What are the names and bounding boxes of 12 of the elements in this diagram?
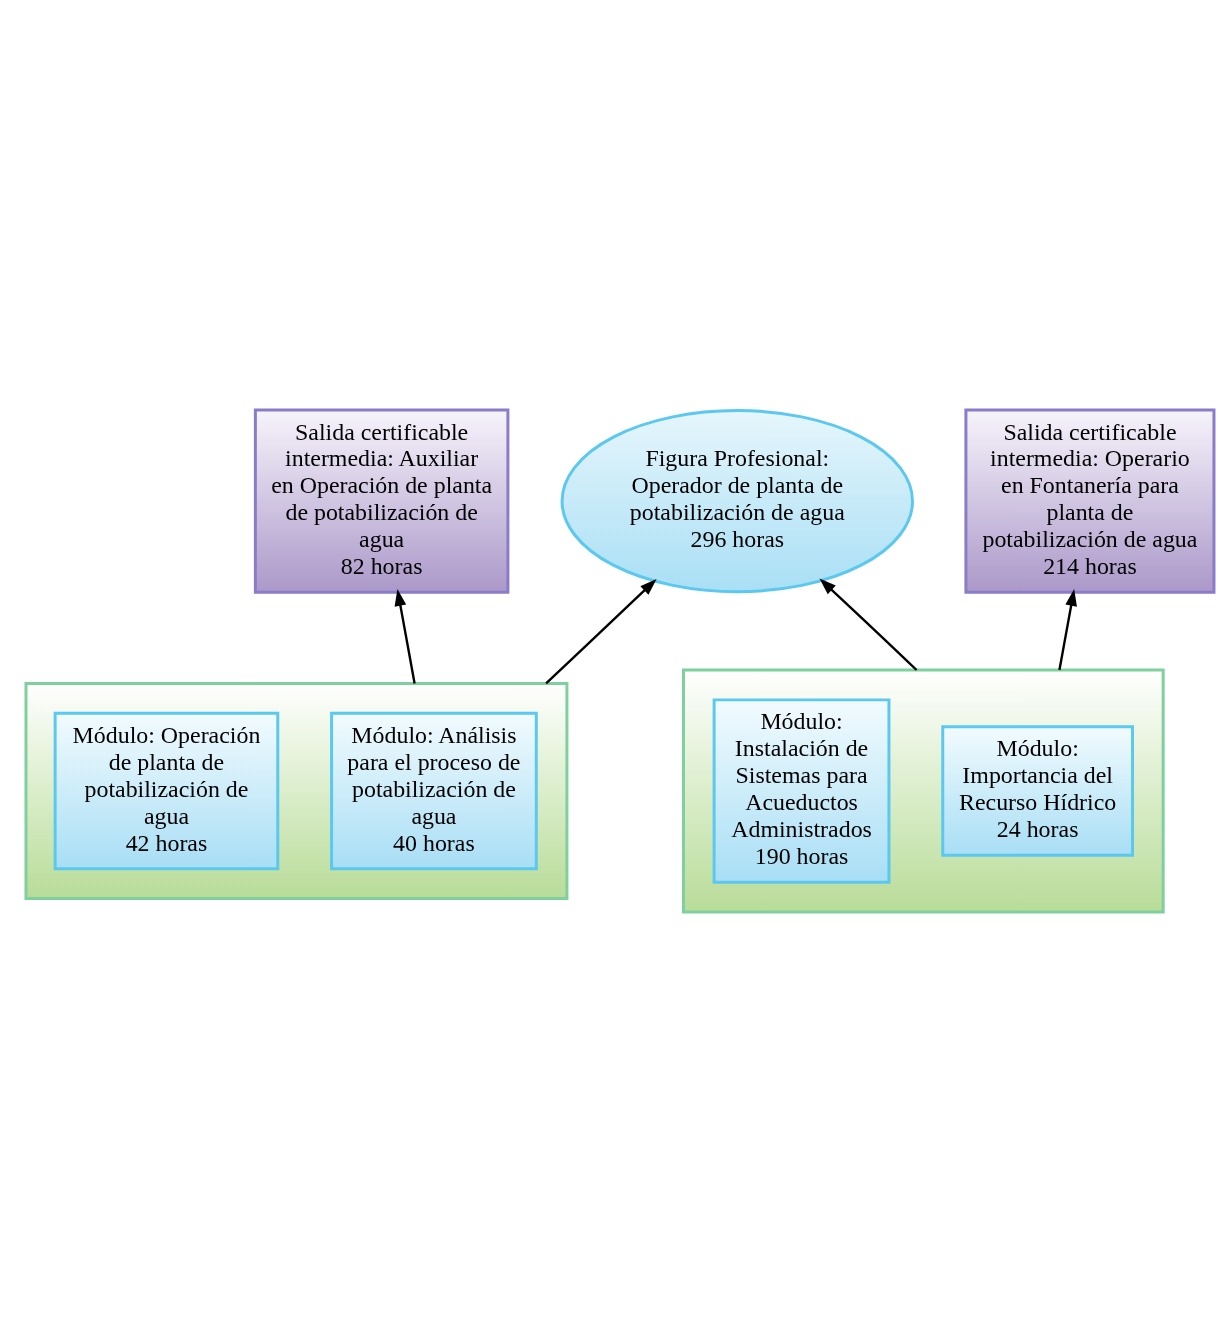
node-box: Salida certificable intermedia: Auxiliar en Operación de planta de potabilización de agua 82 horas (253, 408, 510, 594)
node-box: Módulo: Importancia del Recurso Hídrico 24 horas (941, 724, 1135, 857)
arrow (819, 577, 918, 671)
node-box: Módulo: Operación de planta de potabilización de agua 42 horas (53, 711, 280, 870)
node-box: Salida certificable intermedia: Operario en Fontanería para planta de potabilización de agua 214 horas (964, 408, 1216, 594)
node-box: Módulo: Análisis para el proceso de potabilización de agua 40 horas (330, 711, 538, 870)
cluster (682, 668, 1165, 914)
arrow (394, 588, 416, 684)
node-box: Módulo: Instalación de Sistemas para Acueductos Administrados 190 horas (712, 697, 891, 884)
arrow (1058, 588, 1077, 670)
cluster (24, 681, 569, 900)
arrow (545, 578, 657, 684)
